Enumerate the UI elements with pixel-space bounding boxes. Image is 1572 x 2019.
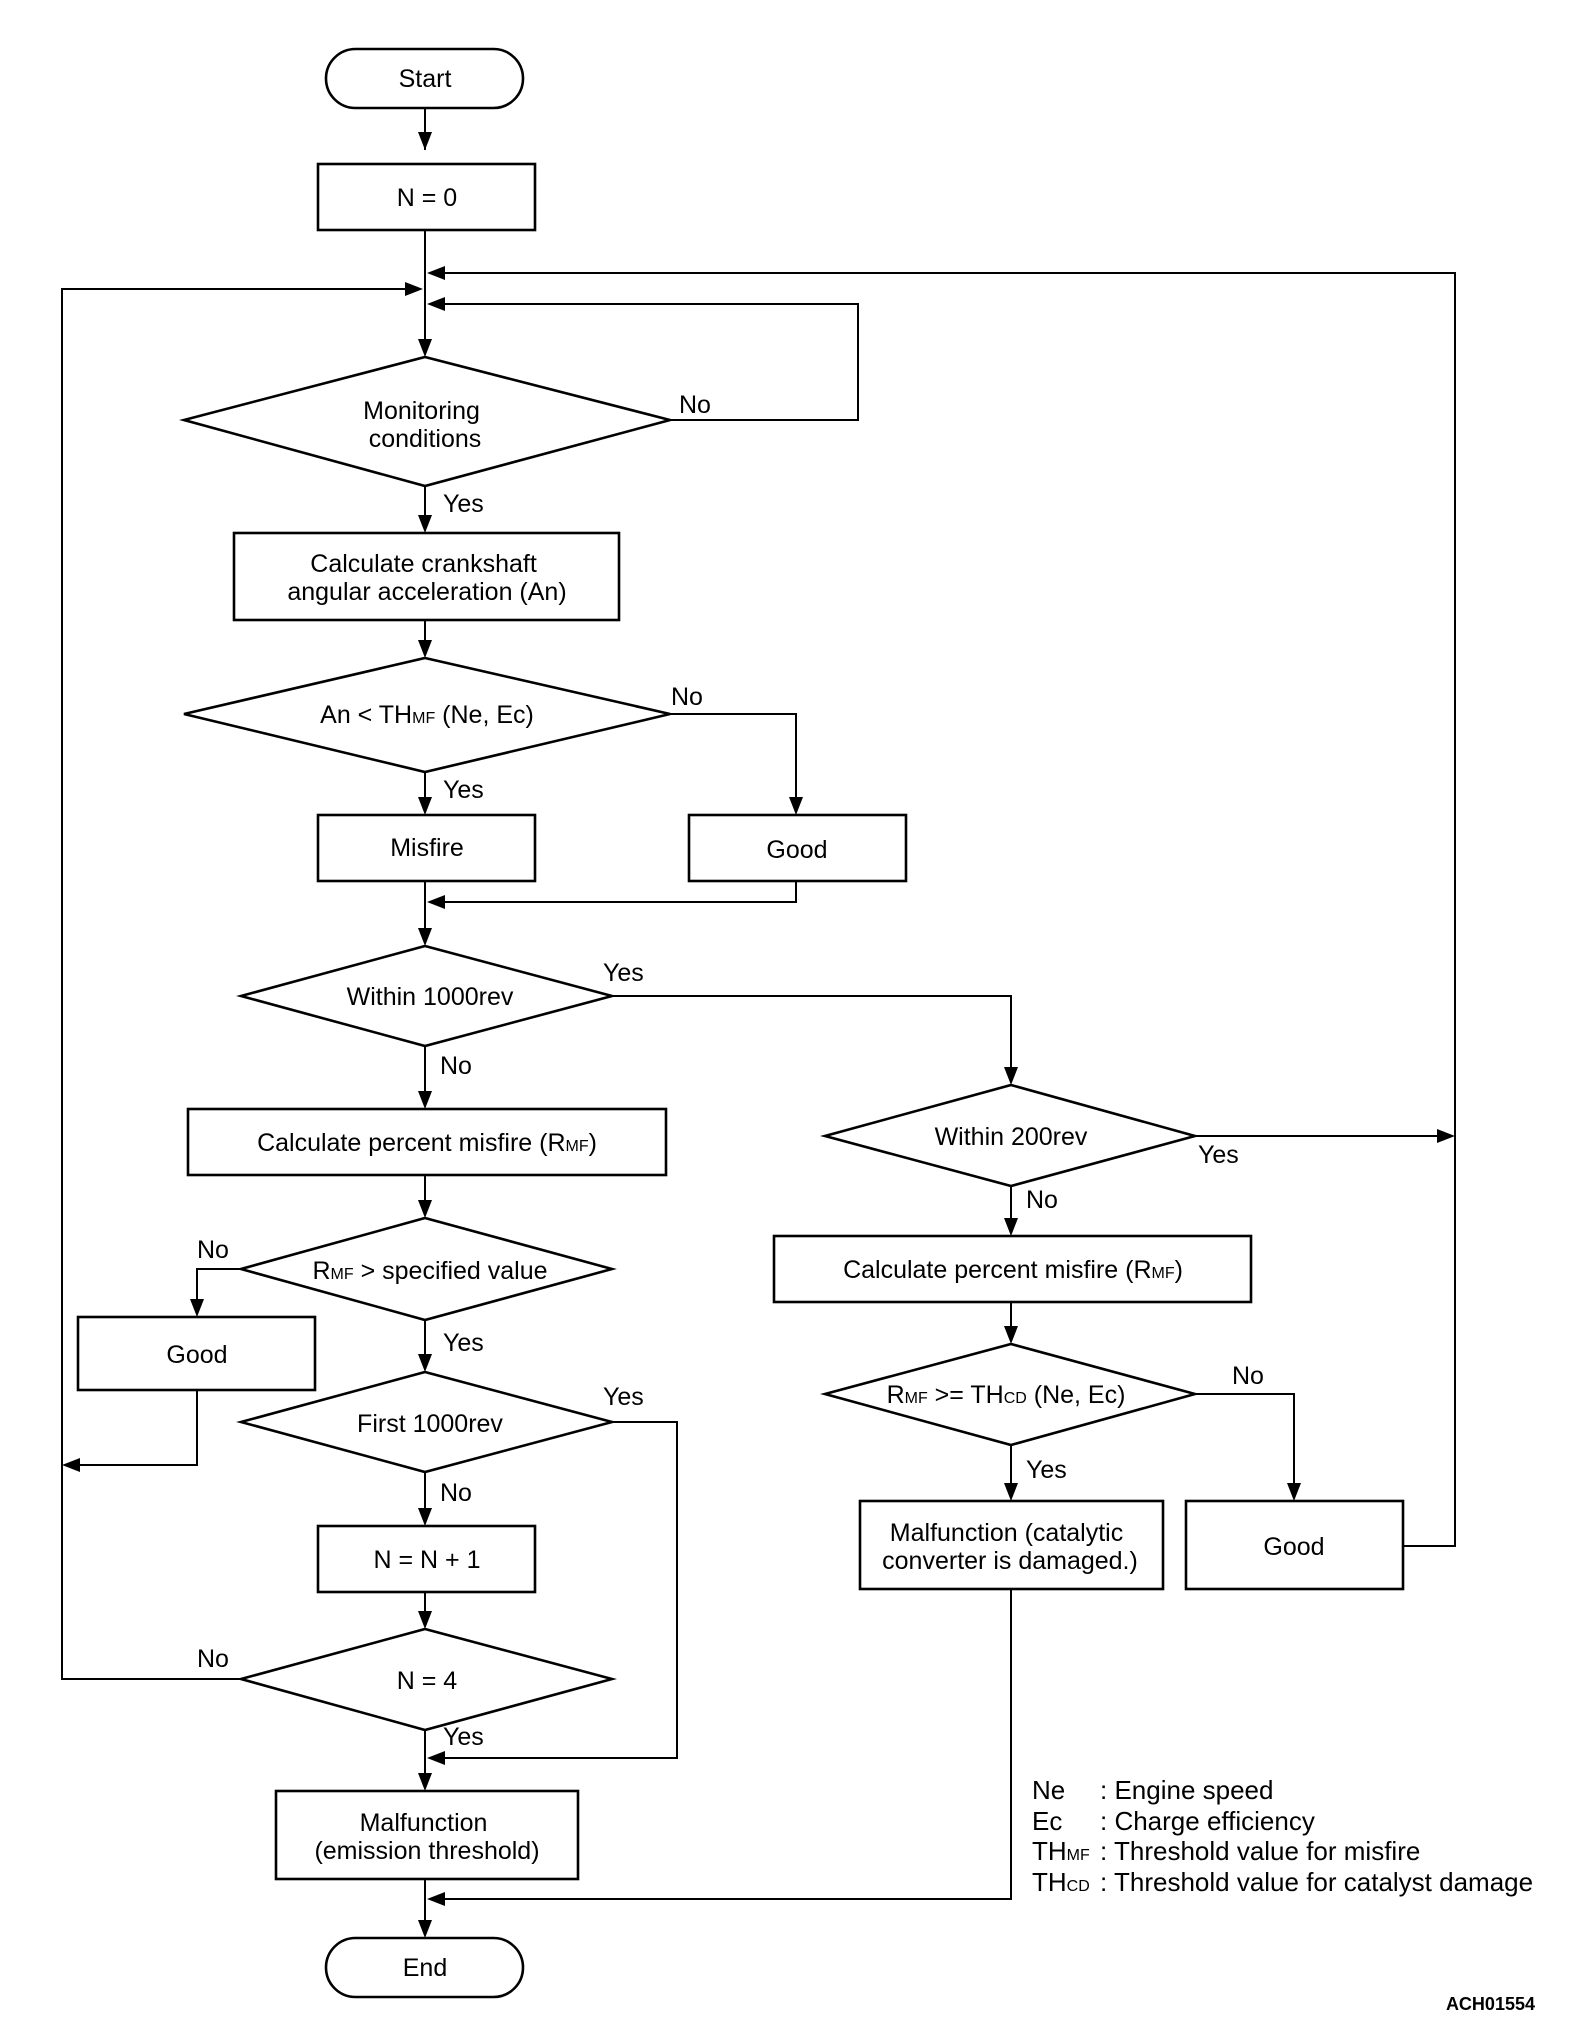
legend-row: THCD : Threshold value for catalyst dama… [1032, 1867, 1533, 1897]
arrowhead [427, 1751, 445, 1765]
edge-label-thcd-no: No [1232, 1362, 1264, 1390]
calc-rmf-right-label: Calculate percent misfire (RMF) [843, 1256, 1183, 1284]
legend-row: THMF : Threshold value for misfire [1032, 1836, 1420, 1866]
n4-label: N = 4 [397, 1667, 458, 1695]
arrowhead [418, 515, 432, 533]
arrowhead [1287, 1483, 1301, 1501]
legend-description: : Engine speed [1100, 1775, 1273, 1805]
legend-term: Ec [1032, 1806, 1062, 1836]
edge-label-monitoring-no: No [679, 391, 711, 419]
malfunction-catalytic-box [858, 1499, 1165, 1591]
first-1000-label: First 1000rev [357, 1410, 503, 1438]
legend: Ne : Engine speed Ec : Charge efficiency… [1032, 1775, 1533, 1897]
arrowheads [62, 132, 1455, 1938]
arrowhead [427, 297, 445, 311]
arrowhead [1004, 1483, 1018, 1501]
good-label-1: Good [766, 836, 827, 864]
legend-row: Ne : Engine speed [1032, 1775, 1273, 1805]
legend-row: Ec : Charge efficiency [1032, 1806, 1315, 1836]
legend-term: Ne [1032, 1775, 1065, 1805]
end-label: End [403, 1954, 447, 1982]
edge-label-within-200-yes: Yes [1198, 1141, 1239, 1169]
monitoring-label: Monitoring conditions [363, 397, 487, 453]
edge-label-within-200-no: No [1026, 1186, 1058, 1214]
edge-label-rmf-yes: Yes [443, 1329, 484, 1357]
good-box-1 [687, 813, 908, 883]
good-label-3: Good [1263, 1533, 1324, 1561]
arrowhead [418, 1508, 432, 1526]
calc-rmf-left-box [186, 1107, 668, 1177]
legend-term: THCD [1032, 1867, 1090, 1897]
arrowhead [427, 1892, 445, 1906]
legend-description: : Charge efficiency [1100, 1806, 1315, 1836]
arrowhead [62, 1458, 80, 1472]
arrowhead [1004, 1218, 1018, 1236]
end-terminal [324, 1936, 525, 1999]
within-1000-label: Within 1000rev [347, 983, 514, 1011]
calc-accel-box [232, 531, 621, 622]
misfire-box [316, 813, 537, 883]
edge-label-an-no: No [671, 683, 703, 711]
arrowhead [1004, 1067, 1018, 1085]
arrowhead [418, 1354, 432, 1372]
arrowhead [190, 1299, 204, 1317]
calc-rmf-right-box [772, 1234, 1253, 1304]
arrowhead [427, 266, 445, 280]
arrowhead [1437, 1129, 1455, 1143]
arrowhead [418, 1200, 432, 1218]
edge-label-monitoring-yes: Yes [443, 490, 484, 518]
legend-description: : Threshold value for misfire [1100, 1836, 1420, 1866]
arrowhead [418, 1773, 432, 1791]
arrowhead [405, 282, 423, 296]
edge-label-thcd-yes: Yes [1026, 1456, 1067, 1484]
figure-code: ACH01554 [1446, 1994, 1535, 2014]
good-label-2: Good [166, 1341, 227, 1369]
arrowhead [418, 339, 432, 357]
start-label: Start [399, 65, 452, 93]
arrowhead [418, 1611, 432, 1629]
arrowhead [427, 895, 445, 909]
malfunction-emission-box [274, 1789, 580, 1881]
good-box-2 [76, 1315, 317, 1392]
init-label: N = 0 [397, 184, 457, 212]
increment-box [316, 1524, 537, 1594]
arrowhead [418, 640, 432, 658]
arrowhead [1004, 1326, 1018, 1344]
malfunction-emission-label: Malfunction (emission threshold) [314, 1809, 539, 1865]
edge-label-first-1000-no: No [440, 1479, 472, 1507]
init-box [316, 162, 537, 232]
arrowhead [789, 797, 803, 815]
connectors [61, 108, 1456, 1924]
arrowhead [418, 1920, 432, 1938]
edge-label-an-yes: Yes [443, 776, 484, 804]
arrowhead [418, 928, 432, 946]
calc-rmf-left-label: Calculate percent misfire (RMF) [257, 1129, 597, 1157]
calc-accel-label: Calculate crankshaft angular acceleratio… [287, 550, 566, 606]
arrowhead [418, 797, 432, 815]
edge-label-first-1000-yes: Yes [603, 1383, 644, 1411]
increment-label: N = N + 1 [374, 1546, 481, 1574]
legend-term: THMF [1032, 1836, 1090, 1866]
within-200-label: Within 200rev [935, 1123, 1088, 1151]
arrowhead [418, 132, 432, 150]
edge-label-n4-yes: Yes [443, 1723, 484, 1751]
malfunction-catalytic-label: Malfunction (catalytic converter is dama… [882, 1519, 1138, 1575]
edge-label-within-1000-no: No [440, 1052, 472, 1080]
thcd-condition-label: RMF >= THCD (Ne, Ec) [887, 1381, 1126, 1409]
edge-label-n4-no: No [197, 1645, 229, 1673]
misfire-label: Misfire [390, 834, 464, 862]
rmf-condition-label: RMF > specified value [312, 1257, 547, 1285]
edge-label-within-1000-yes: Yes [603, 959, 644, 987]
edge-label-rmf-no: No [197, 1236, 229, 1264]
an-condition-label: An < THMF (Ne, Ec) [320, 701, 534, 729]
arrowhead [418, 1091, 432, 1109]
legend-description: : Threshold value for catalyst damage [1100, 1867, 1533, 1897]
